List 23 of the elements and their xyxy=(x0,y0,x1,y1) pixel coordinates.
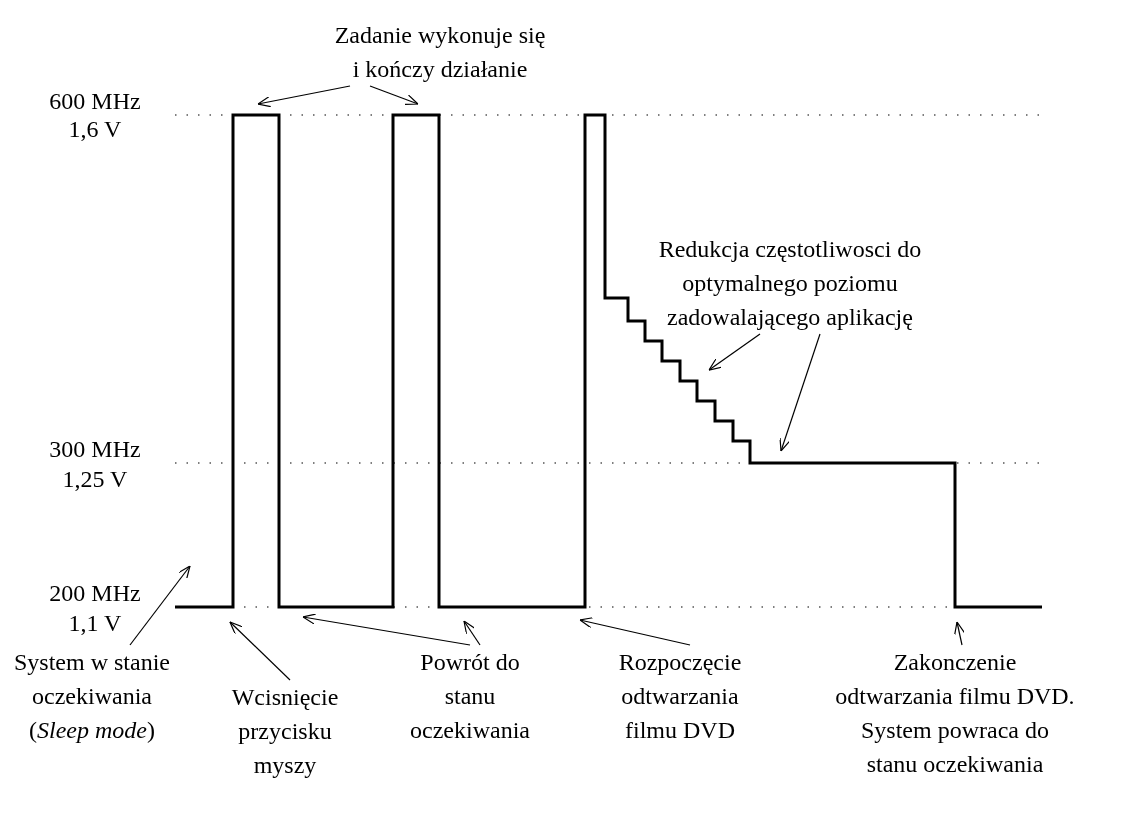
level-label: 300 MHz xyxy=(48,436,142,462)
level-label: 200 MHz xyxy=(48,580,142,606)
annotation-text: Zadanie wykonuje się i kończy działanie xyxy=(331,18,549,86)
leader-arrow xyxy=(579,617,691,646)
leader-arrow xyxy=(954,621,966,646)
level-label: 1,6 V xyxy=(67,116,123,142)
level-label: 600 MHz xyxy=(48,88,142,114)
leader-arrow xyxy=(129,565,191,646)
annotation-text: System w stanie oczekiwania (Sleep mode) xyxy=(2,645,182,747)
annotation-text: Rozpoczęcie odtwarzania filmu DVD xyxy=(595,645,765,747)
leader-arrow xyxy=(257,85,351,108)
level-label: 1,25 V xyxy=(61,466,129,492)
leader-arrow xyxy=(463,620,481,646)
leader-arrow xyxy=(779,333,821,452)
leader-arrow xyxy=(229,621,291,681)
leader-arrow xyxy=(302,613,471,646)
leader-arrow xyxy=(708,333,761,371)
level-label: 1,1 V xyxy=(67,610,123,636)
annotation-text: Zakonczenie odtwarzania filmu DVD. System powraca do stanu oczekiwania xyxy=(835,645,1075,781)
annotation-text: Wcisnięcie przycisku myszy xyxy=(220,680,350,782)
annotation-text: Powrót do stanu oczekiwania xyxy=(407,645,533,747)
annotation-text: Redukcja częstotliwosci do optymalnego poziomu zadowalającego aplikację xyxy=(654,232,926,334)
leader-arrow xyxy=(369,85,419,106)
